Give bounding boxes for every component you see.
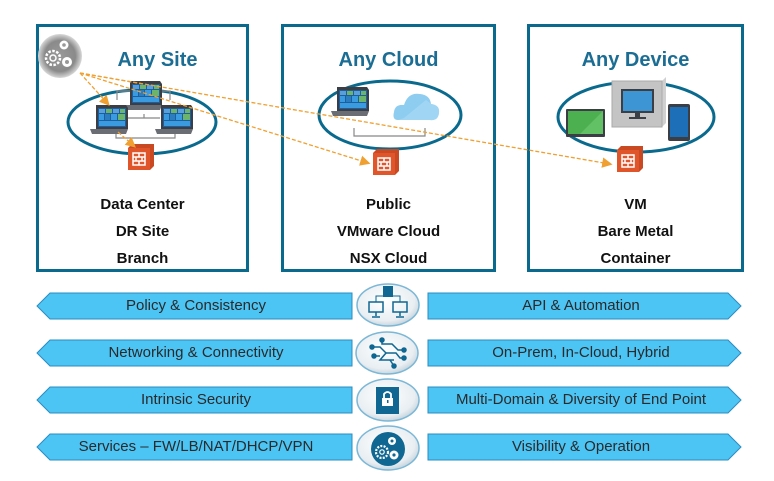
hub-network-topology <box>356 283 420 327</box>
banner-networking-connectivity: Networking & Connectivity <box>40 340 352 366</box>
gears-icon <box>371 432 405 466</box>
panel-item: Container <box>600 250 671 267</box>
banner-intrinsic-security: Intrinsic Security <box>40 387 352 413</box>
banner-label: API & Automation <box>522 297 640 314</box>
panel-item: Bare Metal <box>597 223 674 240</box>
panel-title: Any Device <box>581 49 690 71</box>
banner-on-prem-cloud-hybrid: On-Prem, In-Cloud, Hybrid <box>428 340 734 366</box>
banner-label: On-Prem, In-Cloud, Hybrid <box>492 344 670 361</box>
panel-item: Public <box>365 196 411 213</box>
circuit-icon <box>369 337 407 369</box>
panel-items: Public VMware Cloud NSX Cloud <box>284 191 493 272</box>
banner-multi-domain: Multi-Domain & Diversity of End Point <box>428 387 734 413</box>
panel-item: NSX Cloud <box>349 250 428 267</box>
panel-any-site: Any Site Data Center DR Site Branch <box>36 24 249 272</box>
banner-policy-consistency: Policy & Consistency <box>40 293 352 319</box>
banner-label: Services – FW/LB/NAT/DHCP/VPN <box>78 438 314 455</box>
banner-label: Intrinsic Security <box>140 391 252 408</box>
panel-items: VM Bare Metal Container <box>530 191 741 272</box>
banner-label: Networking & Connectivity <box>108 344 284 361</box>
banner-visibility-operation: Visibility & Operation <box>428 434 734 460</box>
hub-lock <box>356 378 420 422</box>
hub-circuit <box>355 331 419 375</box>
banner-api-automation: API & Automation <box>428 293 734 319</box>
hub-gears <box>356 425 420 471</box>
banner-label: Policy & Consistency <box>125 297 267 314</box>
panel-any-device: Any Device VM Bare Metal Container <box>527 24 744 272</box>
panel-item: VMware Cloud <box>336 223 441 240</box>
panel-title: Any Site <box>117 49 198 71</box>
panel-any-cloud: Any Cloud Public VMware Cloud NSX Cloud <box>281 24 496 272</box>
panel-item: Branch <box>116 250 169 267</box>
banner-label: Multi-Domain & Diversity of End Point <box>455 391 707 408</box>
panel-item: DR Site <box>115 223 170 240</box>
lock-icon <box>376 387 399 414</box>
panel-title: Any Cloud <box>338 49 439 71</box>
banner-services: Services – FW/LB/NAT/DHCP/VPN <box>40 434 352 460</box>
panel-item: VM <box>624 196 647 213</box>
network-topology-icon <box>383 286 393 297</box>
banner-label: Visibility & Operation <box>511 438 651 455</box>
panel-item: Data Center <box>100 196 185 213</box>
panel-items: Data Center DR Site Branch <box>39 191 246 272</box>
